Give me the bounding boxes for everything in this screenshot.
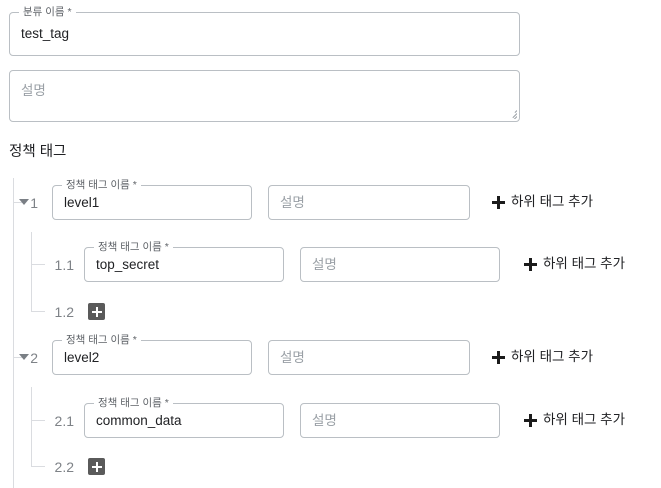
tree-child-branch-2-2 xyxy=(31,466,45,467)
add-child-tag-label-1: 하위 태그 추가 xyxy=(511,194,594,209)
row-index-2-2: 2.2 xyxy=(54,459,74,475)
taxonomy-name-field[interactable]: 분류 이름 * test_tag xyxy=(9,6,520,56)
plus-icon xyxy=(492,195,505,209)
plus-icon xyxy=(524,257,537,271)
policy-tag-description-placeholder-2-1: 설명 xyxy=(312,412,337,428)
row-index-1-2: 1.2 xyxy=(54,304,74,320)
add-child-tag-label-2-1: 하위 태그 추가 xyxy=(543,412,626,427)
row-index-2-1: 2.1 xyxy=(54,413,74,429)
policy-tag-name-field-1[interactable]: 정책 태그 이름 * level1 xyxy=(52,179,252,220)
policy-tag-name-value-1: level1 xyxy=(64,194,100,210)
policy-tag-name-value-1-1: top_secret xyxy=(96,256,160,272)
tree-branch-line-row1 xyxy=(13,202,24,203)
resize-handle-icon[interactable] xyxy=(506,108,517,119)
row-index-1-1: 1.1 xyxy=(54,257,74,273)
policy-tag-name-value-2: level2 xyxy=(64,349,100,365)
policy-tag-description-field-1[interactable]: 설명 xyxy=(268,185,470,220)
add-child-tag-button-2-1[interactable]: 하위 태그 추가 xyxy=(524,411,625,429)
add-child-tag-label-1-1: 하위 태그 추가 xyxy=(543,256,626,271)
row-index-2: 2 xyxy=(30,350,38,366)
policy-tag-name-field-2[interactable]: 정책 태그 이름 * level2 xyxy=(52,334,252,375)
policy-tag-description-field-2[interactable]: 설명 xyxy=(268,340,470,375)
caret-down-icon-row-1[interactable] xyxy=(19,199,29,205)
add-policy-tag-button-2-2[interactable] xyxy=(88,458,105,475)
tree-child-branch-1-2 xyxy=(31,311,45,312)
policy-tag-description-field-2-1[interactable]: 설명 xyxy=(300,403,500,438)
policy-tag-name-legend-1-1: 정책 태그 이름 * xyxy=(94,241,173,253)
taxonomy-name-legend: 분류 이름 * xyxy=(19,6,76,18)
policy-tag-name-legend-1: 정책 태그 이름 * xyxy=(62,179,141,191)
policy-tag-description-placeholder-1-1: 설명 xyxy=(312,256,337,272)
tree-branch-line-row2 xyxy=(13,357,24,358)
taxonomy-name-value: test_tag xyxy=(21,26,70,41)
plus-icon xyxy=(524,413,537,427)
policy-tag-name-legend-2-1: 정책 태그 이름 * xyxy=(94,397,173,409)
taxonomy-description-placeholder: 설명 xyxy=(21,83,46,98)
policy-tag-description-placeholder-2: 설명 xyxy=(280,349,305,365)
caret-down-icon-row-2[interactable] xyxy=(19,354,29,360)
policy-tag-description-field-1-1[interactable]: 설명 xyxy=(300,247,500,282)
policy-tag-name-field-1-1[interactable]: 정책 태그 이름 * top_secret xyxy=(84,241,284,282)
policy-tag-name-legend-2: 정책 태그 이름 * xyxy=(62,334,141,346)
plus-icon xyxy=(492,350,505,364)
policy-tag-description-placeholder-1: 설명 xyxy=(280,194,305,210)
add-child-tag-button-1-1[interactable]: 하위 태그 추가 xyxy=(524,255,625,273)
tree-trunk-line xyxy=(13,178,14,488)
add-child-tag-label-2: 하위 태그 추가 xyxy=(511,349,594,364)
tree-child-trunk-2 xyxy=(31,387,32,467)
row-index-1: 1 xyxy=(30,195,38,211)
add-child-tag-button-1[interactable]: 하위 태그 추가 xyxy=(492,193,593,211)
taxonomy-description-field[interactable]: 설명 xyxy=(9,70,520,122)
policy-tag-name-field-2-1[interactable]: 정책 태그 이름 * common_data xyxy=(84,397,284,438)
policy-tags-section-title: 정책 태그 xyxy=(9,144,67,160)
tree-child-trunk-1 xyxy=(31,232,32,312)
add-child-tag-button-2[interactable]: 하위 태그 추가 xyxy=(492,348,593,366)
policy-tag-name-value-2-1: common_data xyxy=(96,412,182,428)
tree-child-branch-1-1 xyxy=(31,264,45,265)
add-policy-tag-button-1-2[interactable] xyxy=(88,303,105,320)
tree-child-branch-2-1 xyxy=(31,420,45,421)
